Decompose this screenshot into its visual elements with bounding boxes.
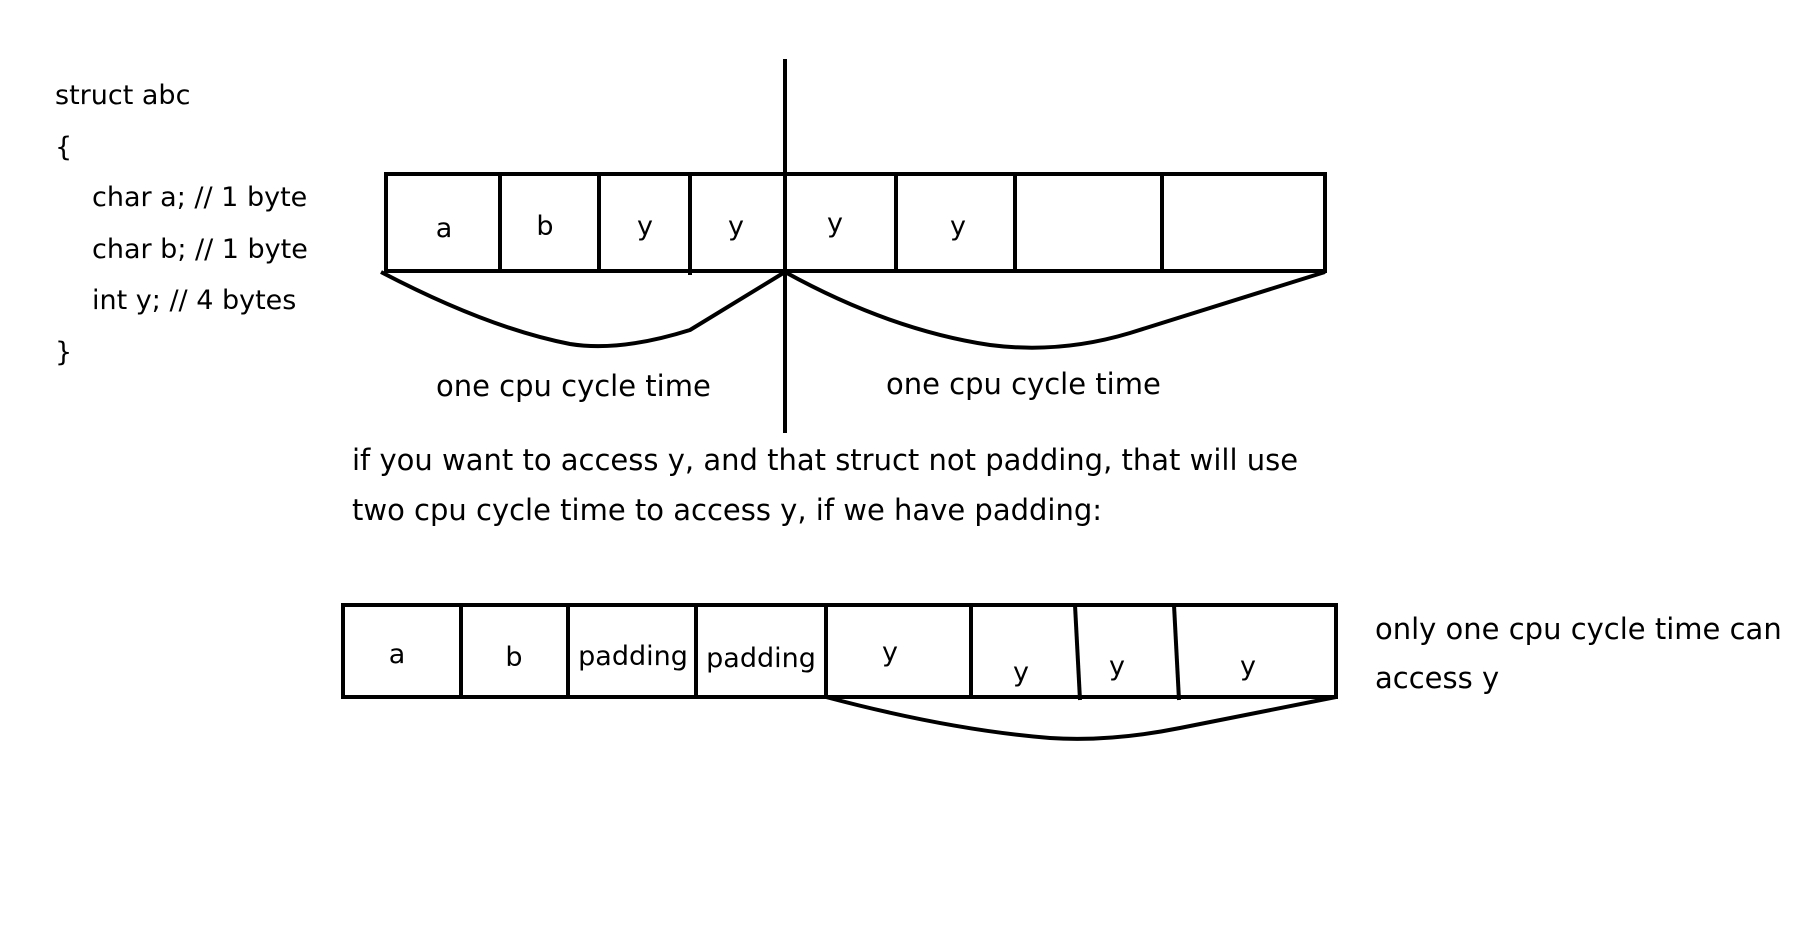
unpadded-memory-row: a b y y y y: [384, 172, 1327, 275]
unpadded-cell-b: b: [536, 211, 553, 242]
cycle-label-right: one cpu cycle time: [886, 367, 1161, 401]
padded-cell-a: a: [389, 639, 406, 670]
field-char-b: char b; // 1 byte: [92, 234, 308, 265]
padded-cell-padding: padding: [578, 641, 688, 672]
padded-cell-y: y: [1240, 651, 1256, 682]
cycle-label-left: one cpu cycle time: [436, 369, 711, 403]
field-int-y: int y; // 4 bytes: [92, 285, 297, 316]
close-brace: }: [55, 337, 73, 368]
padded-cell-y: y: [882, 637, 898, 668]
field-char-a: char a; // 1 byte: [92, 182, 308, 213]
explanation-line-1: if you want to access y, and that struct…: [352, 443, 1299, 477]
padded-note-line-2: access y: [1375, 661, 1500, 695]
padded-memory-row: a b padding padding y y y y: [341, 603, 1338, 701]
cycle-brace-right: [784, 270, 1326, 350]
open-brace: {: [55, 132, 73, 163]
explanation-line-2: two cpu cycle time to access y, if we ha…: [352, 493, 1103, 527]
padded-cycle-brace: [825, 695, 1337, 741]
padded-cell-y: y: [1013, 657, 1029, 688]
cycle-brace-left: [380, 270, 787, 349]
padded-divider: [1073, 604, 1082, 701]
unpadded-cell-y: y: [728, 211, 744, 242]
padded-note-line-1: only one cpu cycle time can: [1375, 612, 1782, 646]
unpadded-cell-a: a: [436, 213, 453, 244]
padded-divider: [1172, 604, 1181, 701]
unpadded-cell-y: y: [637, 211, 653, 242]
padded-cell-y: y: [1109, 651, 1125, 682]
padded-cell-b: b: [505, 642, 522, 673]
padded-cell-padding: padding: [706, 643, 816, 674]
unpadded-cell-y: y: [827, 208, 843, 239]
struct-header: struct abc: [55, 80, 191, 111]
unpadded-row-border: [384, 172, 1327, 273]
padded-row-border: [341, 603, 1338, 699]
unpadded-cell-y: y: [950, 211, 966, 242]
